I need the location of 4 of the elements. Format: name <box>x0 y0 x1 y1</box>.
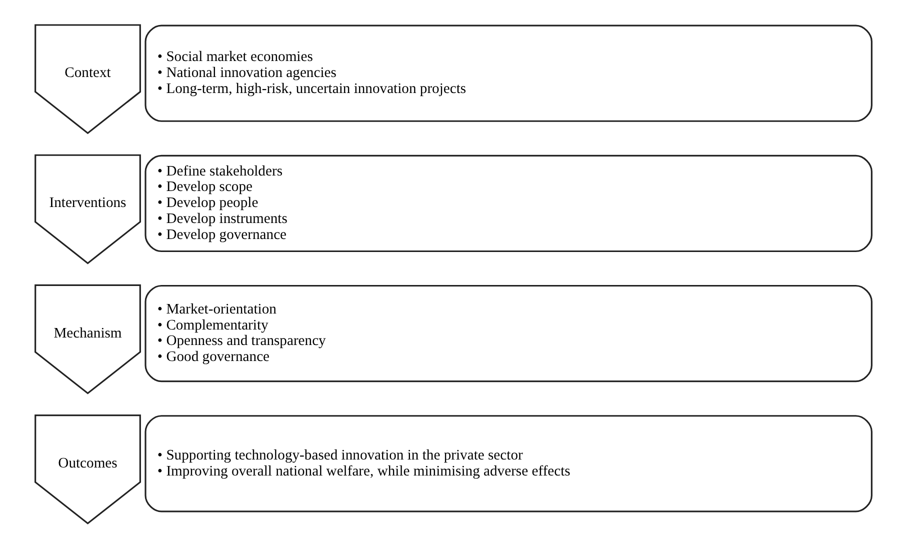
node-box: • Supporting technology-based innovation in the private sector • Improving overall national welfare, while minimising adverse effects <box>144 415 872 512</box>
node-box: • Market-orientation • Complementarity • Openness and transparency • Good governance <box>144 284 872 382</box>
node-box: • Define stakeholders • Develop scope • Develop people • Develop instruments • Develop governance <box>144 154 872 252</box>
node-box: • Social market economies • National innovation agencies • Long-term, high-risk, uncertain innovation projects <box>144 24 872 122</box>
